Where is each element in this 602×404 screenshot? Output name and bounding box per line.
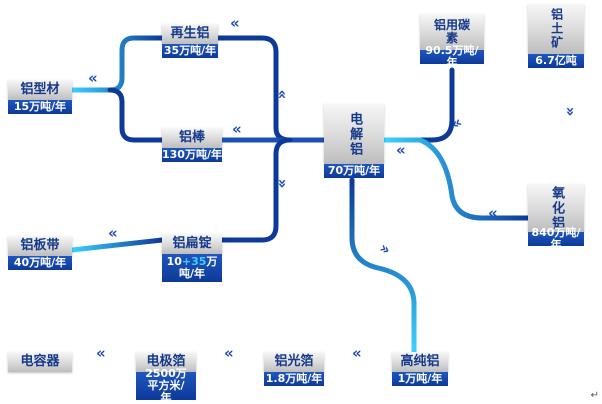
- node-capacity: 1.8万吨/年: [264, 371, 324, 386]
- node-aluminum-carbon: 铝用碳素 90.5万吨/年: [420, 14, 484, 69]
- node-capacity: 35万吨/年: [162, 43, 218, 58]
- double-chevron-left-icon: «: [488, 204, 498, 222]
- node-bauxite: 铝土矿 6.7亿吨: [528, 4, 584, 68]
- node-bright-foil: 铝光箔 1.8万吨/年: [264, 352, 324, 386]
- node-capacity: 70万吨/年: [324, 164, 384, 178]
- node-aluminum-strip: 铝板带 40万吨/年: [8, 236, 72, 270]
- capacity-part: 10: [166, 254, 182, 268]
- node-aluminum-profile: 铝型材 15万吨/年: [8, 80, 72, 114]
- node-label: 氧化铝: [528, 184, 584, 232]
- double-chevron-left-icon: «: [224, 344, 234, 362]
- capacity-line-1: 10+35万: [166, 254, 218, 268]
- node-label: 铝型材: [8, 80, 72, 100]
- node-capacity: 10+35万 吨/年: [162, 254, 222, 282]
- double-chevron-left-icon: «: [108, 224, 118, 242]
- double-chevron-left-icon: «: [96, 344, 106, 362]
- node-label: 铝土矿: [528, 4, 584, 54]
- node-capacity: 1万吨/年: [392, 372, 448, 386]
- node-aluminum-rod: 铝棒 130万吨/年: [162, 128, 222, 162]
- double-chevron-left-icon: «: [230, 14, 240, 32]
- node-capacity: 2500万平方米/年: [136, 367, 196, 404]
- double-chevron-left-icon: «: [396, 141, 406, 159]
- node-label: 电容器: [8, 352, 72, 372]
- pipe-profile-lower: [107, 87, 165, 143]
- pipe-profile: [69, 35, 165, 93]
- double-chevron-left-icon: «: [352, 344, 362, 362]
- node-recycled-aluminum: 再生铝 35万吨/年: [162, 24, 218, 58]
- double-chevron-left-icon: «: [88, 69, 98, 87]
- node-aluminum-flat-ingot: 铝扁锭 10+35万 吨/年: [162, 234, 222, 282]
- node-electrode-foil: 电极箔 2500万平方米/年: [136, 352, 196, 404]
- node-capacity: 90.5万吨/年: [420, 44, 484, 69]
- node-label: 铝棒: [162, 128, 222, 148]
- capacity-unit: 吨/年: [178, 267, 206, 280]
- pipe-strip: [69, 237, 165, 253]
- node-capacity: 840万吨/年: [528, 226, 584, 251]
- pipe-carbon: [381, 67, 455, 143]
- node-alumina: 氧化铝 840万吨/年: [528, 184, 584, 251]
- corner-mark: ↵: [590, 390, 599, 401]
- double-chevron-down-icon: «: [272, 178, 291, 189]
- pipe-alumina: [381, 137, 531, 221]
- double-chevron-up-icon: «: [273, 89, 292, 100]
- node-capacity: 6.7亿吨: [528, 54, 584, 68]
- node-label: 再生铝: [162, 24, 218, 44]
- node-label: 铝板带: [8, 236, 72, 256]
- node-capacity: 40万吨/年: [8, 256, 72, 270]
- pipe-ingot: [219, 137, 293, 243]
- node-capacitor: 电容器: [8, 352, 72, 372]
- capacity-part: 万: [206, 254, 218, 268]
- node-capacity: 15万吨/年: [8, 100, 72, 114]
- node-label: 铝扁锭: [162, 234, 222, 254]
- capacity-highlight: +35: [181, 254, 207, 268]
- node-label: 电极箔: [136, 352, 196, 372]
- pipe-highpurity: [349, 177, 417, 355]
- node-label: 铝用碳素: [420, 14, 484, 50]
- node-label: 高纯铝: [392, 352, 448, 372]
- node-label: 铝光箔: [264, 352, 324, 372]
- node-label: 电解铝: [324, 104, 384, 164]
- double-chevron-down-icon: «: [560, 106, 579, 117]
- node-electrolytic-aluminum: 电解铝 70万吨/年: [324, 104, 384, 178]
- node-capacity: 130万吨/年: [162, 147, 222, 162]
- double-chevron-left-icon: «: [232, 120, 242, 138]
- node-high-purity-aluminum: 高纯铝 1万吨/年: [392, 352, 448, 386]
